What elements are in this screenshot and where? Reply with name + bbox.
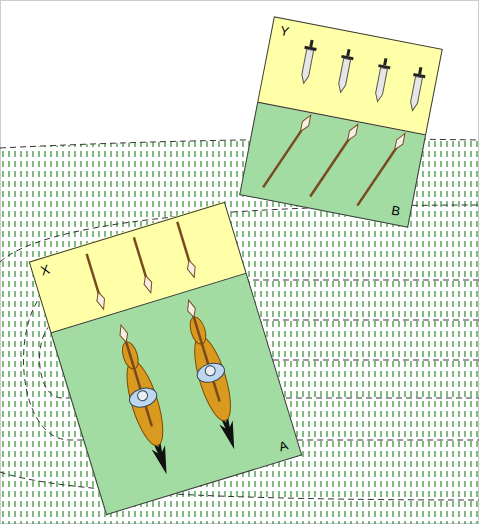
- cavalry-block: [28, 201, 302, 514]
- unit-body-box: B: [239, 103, 426, 228]
- infantry-block: [239, 16, 443, 227]
- unit-label: X: [39, 262, 51, 278]
- unit-rank-box: X: [28, 201, 246, 333]
- unit-label: A: [277, 438, 289, 454]
- unit-label: B: [390, 203, 401, 219]
- unit-rank-box: Y: [257, 16, 443, 135]
- unit-label: Y: [279, 24, 290, 40]
- unit-body-box: A: [50, 273, 302, 515]
